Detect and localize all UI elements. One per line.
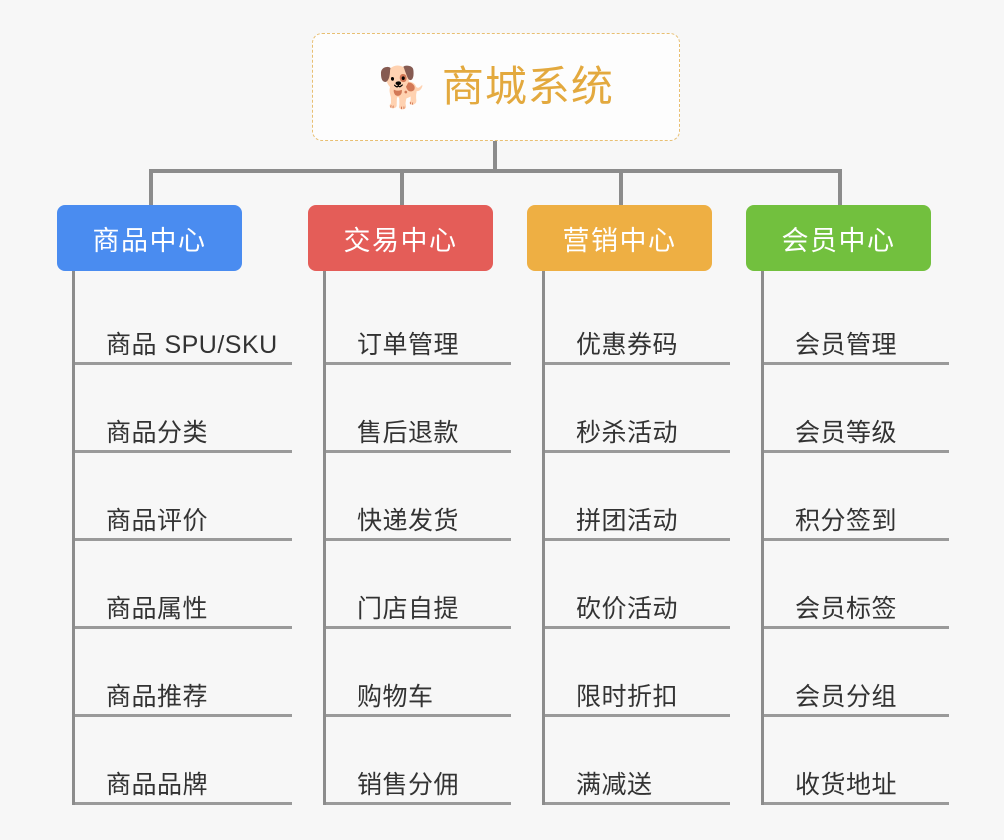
branch-header-label: 会员中心 [781,225,896,256]
leaf-item[interactable]: 拼团活动 [545,453,730,541]
leaf-label: 会员标签 [795,594,898,623]
branch-column-marketing-center: 营销中心 优惠券码 秒杀活动 拼团活动 砍价活动 限时折扣 满减送 [527,205,730,805]
branch-header-label: 交易中心 [343,225,458,256]
branch-column-product-center: 商品中心 商品 SPU/SKU 商品分类 商品评价 商品属性 商品推荐 商品品牌 [57,205,292,805]
leaf-label: 积分签到 [795,506,898,535]
leaf-label: 快递发货 [357,506,460,535]
leaf-item[interactable]: 会员等级 [764,365,949,453]
leaf-item[interactable]: 收货地址 [764,717,949,805]
leaf-item[interactable]: 商品评价 [75,453,292,541]
root-trunk-connector [493,141,497,171]
leaf-label: 满减送 [576,770,653,799]
leaf-item[interactable]: 优惠券码 [545,277,730,365]
branch-rail-connector [149,169,839,173]
leaf-label: 商品评价 [106,506,209,535]
branch-items-marketing-center: 优惠券码 秒杀活动 拼团活动 砍价活动 限时折扣 满减送 [542,271,730,805]
leaf-label: 收货地址 [795,770,898,799]
leaf-label: 购物车 [357,682,434,711]
leaf-label: 商品属性 [106,594,209,623]
branch-header-member-center[interactable]: 会员中心 [746,205,931,271]
leaf-item[interactable]: 商品推荐 [75,629,292,717]
root-title: 商城系统 [441,63,614,110]
leaf-item[interactable]: 砍价活动 [545,541,730,629]
leaf-item[interactable]: 快递发货 [326,453,511,541]
leaf-label: 会员管理 [795,330,898,359]
leaf-label: 拼团活动 [576,506,679,535]
leaf-label: 商品 SPU/SKU [106,330,278,359]
leaf-label: 商品分类 [106,418,209,447]
branch-column-trade-center: 交易中心 订单管理 售后退款 快递发货 门店自提 购物车 销售分佣 [308,205,511,805]
leaf-label: 砍价活动 [576,594,679,623]
leaf-label: 订单管理 [357,330,460,359]
leaf-label: 商品品牌 [106,770,209,799]
branch-header-product-center[interactable]: 商品中心 [57,205,242,271]
leaf-item[interactable]: 限时折扣 [545,629,730,717]
leaf-item[interactable]: 商品品牌 [75,717,292,805]
branch-header-label: 商品中心 [92,225,207,256]
leaf-label: 销售分佣 [357,770,460,799]
branch-drop-connector-4 [838,169,842,207]
leaf-label: 限时折扣 [576,682,679,711]
leaf-item[interactable]: 商品分类 [75,365,292,453]
branch-header-marketing-center[interactable]: 营销中心 [527,205,712,271]
leaf-item[interactable]: 购物车 [326,629,511,717]
leaf-label: 优惠券码 [576,330,679,359]
leaf-label: 售后退款 [357,418,460,447]
root-node[interactable]: 🐕 商城系统 [312,33,680,141]
leaf-item[interactable]: 积分签到 [764,453,949,541]
branch-drop-connector-3 [619,169,623,207]
leaf-label: 秒杀活动 [576,418,679,447]
leaf-label: 商品推荐 [106,682,209,711]
branch-drop-connector-1 [149,169,153,207]
branch-column-member-center: 会员中心 会员管理 会员等级 积分签到 会员标签 会员分组 收货地址 [746,205,949,805]
leaf-item[interactable]: 门店自提 [326,541,511,629]
leaf-label: 会员等级 [795,418,898,447]
leaf-item[interactable]: 销售分佣 [326,717,511,805]
leaf-item[interactable]: 会员标签 [764,541,949,629]
leaf-item[interactable]: 商品 SPU/SKU [75,277,292,365]
leaf-item[interactable]: 商品属性 [75,541,292,629]
leaf-item[interactable]: 秒杀活动 [545,365,730,453]
leaf-item[interactable]: 售后退款 [326,365,511,453]
leaf-label: 会员分组 [795,682,898,711]
leaf-item[interactable]: 会员分组 [764,629,949,717]
leaf-item[interactable]: 会员管理 [764,277,949,365]
branch-drop-connector-2 [400,169,404,207]
leaf-item[interactable]: 订单管理 [326,277,511,365]
branch-items-trade-center: 订单管理 售后退款 快递发货 门店自提 购物车 销售分佣 [323,271,511,805]
shiba-dog-face-icon: 🐕 [378,66,428,110]
branch-header-label: 营销中心 [562,225,677,256]
leaf-item[interactable]: 满减送 [545,717,730,805]
branch-items-member-center: 会员管理 会员等级 积分签到 会员标签 会员分组 收货地址 [761,271,949,805]
leaf-label: 门店自提 [357,594,460,623]
branch-header-trade-center[interactable]: 交易中心 [308,205,493,271]
branch-items-product-center: 商品 SPU/SKU 商品分类 商品评价 商品属性 商品推荐 商品品牌 [72,271,292,805]
